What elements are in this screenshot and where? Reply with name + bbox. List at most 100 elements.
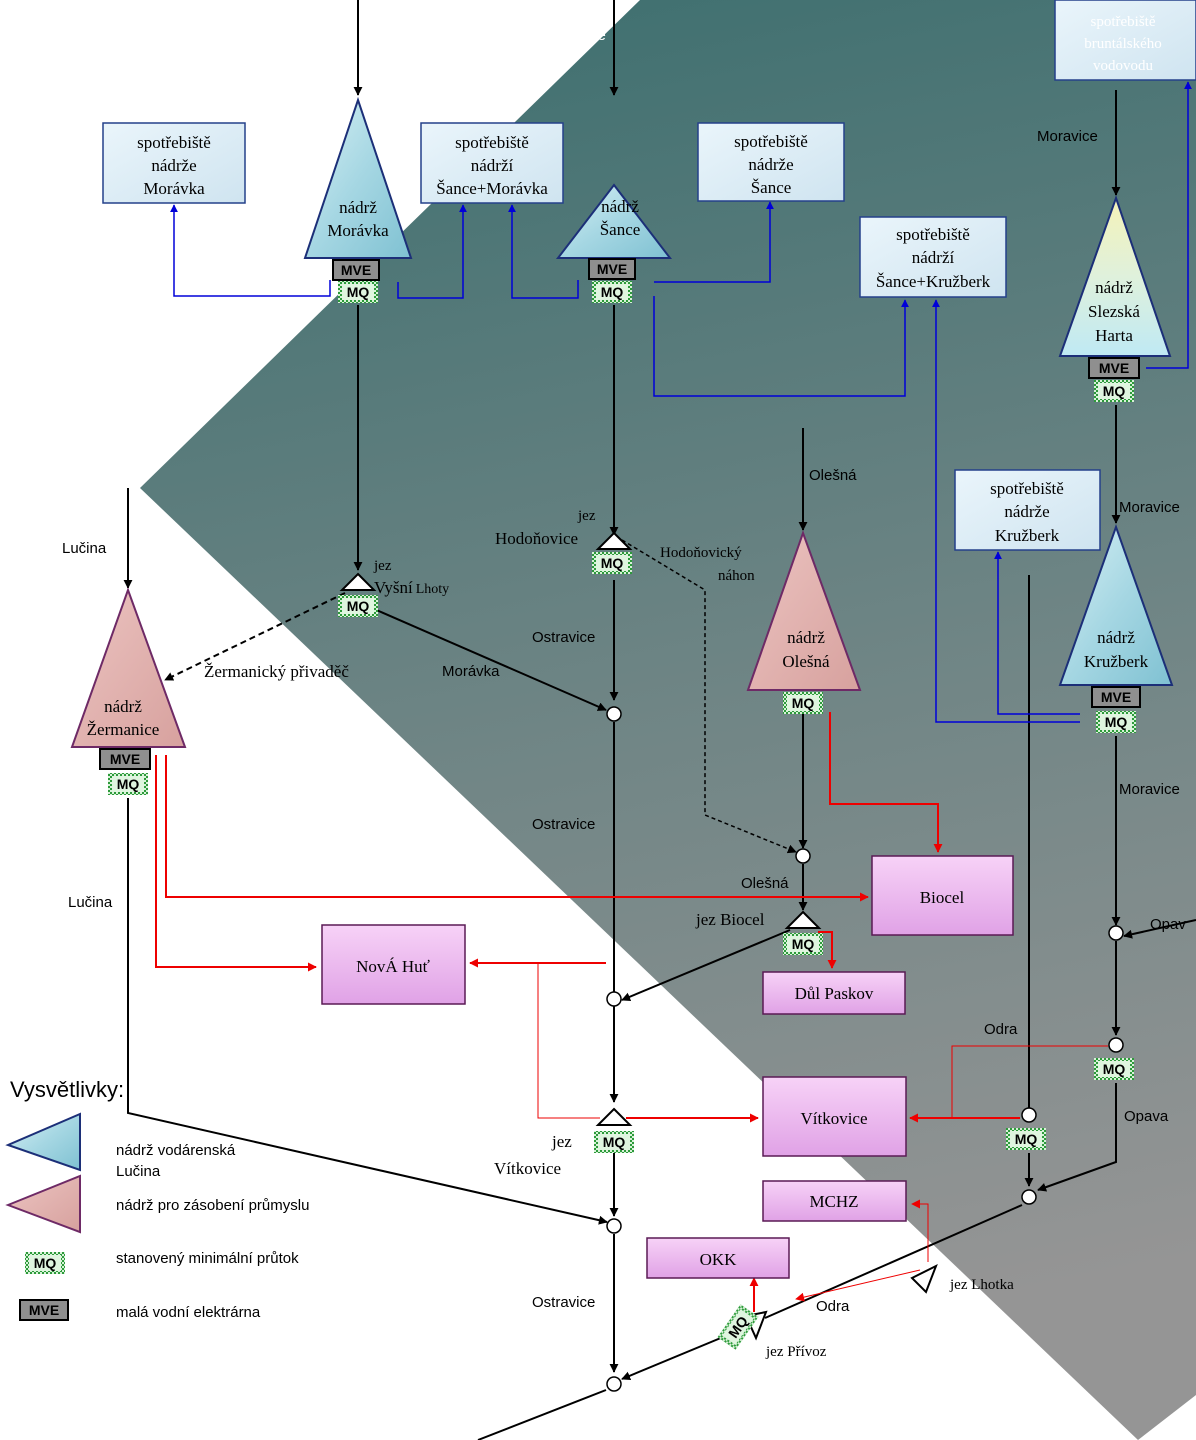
mve-badges: MVE MVE MVE MVE MVE xyxy=(99,258,1141,770)
svg-text:Důl Paskov: Důl Paskov xyxy=(795,984,874,1003)
svg-text:MQ: MQ xyxy=(347,598,370,614)
industry-dul-paskov: Důl Paskov xyxy=(762,971,906,1015)
legend-industry-reservoir-symbol xyxy=(5,1174,81,1234)
svg-text:jez Přívoz: jez Přívoz xyxy=(765,1344,827,1360)
industry-mchz: MCHZ xyxy=(762,1180,907,1222)
mq-badge: MQ xyxy=(1094,380,1134,402)
svg-text:Olešná: Olešná xyxy=(809,467,857,484)
svg-text:MVE: MVE xyxy=(341,262,371,278)
svg-text:NovÁ Huť: NovÁ Huť xyxy=(356,957,430,976)
svg-text:Lučina: Lučina xyxy=(62,540,107,557)
weir-vitkovice xyxy=(595,1107,633,1126)
svg-text:Ostravice: Ostravice xyxy=(532,816,595,833)
mq-badge: MQ xyxy=(594,1131,634,1153)
svg-text:Morávka: Morávka xyxy=(442,663,500,680)
legend-title: Vysvětlivky: xyxy=(10,1077,124,1102)
svg-text:MQ: MQ xyxy=(601,555,624,571)
mve-badge: MVE xyxy=(1091,686,1141,708)
river-labels: Moravice Olešná Moravice Lučina Ostravic… xyxy=(62,27,1186,1315)
svg-text:MQ: MQ xyxy=(792,695,815,711)
svg-text:malá vodní elektrárna: malá vodní elektrárna xyxy=(116,1304,261,1321)
svg-text:jez: jez xyxy=(551,1132,572,1151)
junction xyxy=(606,991,622,1007)
svg-text:Opava: Opava xyxy=(1124,1108,1169,1125)
canal-lines xyxy=(164,539,797,854)
mq-badge: MQ xyxy=(1096,711,1136,733)
weir-lhotka xyxy=(910,1263,938,1294)
weir-vysni-lhoty xyxy=(339,572,377,591)
mve-badge: MVE xyxy=(1088,357,1140,379)
svg-text:stanovený minimální průtok: stanovený minimální průtok xyxy=(116,1250,299,1267)
weir-hodonovice xyxy=(595,531,633,550)
mve-badge: MVE xyxy=(99,748,151,770)
svg-text:MQ: MQ xyxy=(1105,714,1128,730)
svg-text:MQ: MQ xyxy=(1103,1061,1126,1077)
junction xyxy=(1021,1107,1037,1123)
svg-text:Moravice: Moravice xyxy=(1119,781,1180,798)
mq-badge: MQ xyxy=(783,692,823,714)
mq-badge: MQ xyxy=(783,933,823,955)
svg-text:MQ: MQ xyxy=(792,936,815,952)
svg-text:MQ: MQ xyxy=(603,1134,626,1150)
mq-badge: MQ xyxy=(108,773,148,795)
legend-water-reservoir-symbol xyxy=(5,1112,81,1172)
junction xyxy=(1108,925,1124,941)
svg-text:OKK: OKK xyxy=(700,1250,738,1269)
svg-text:MCHZ: MCHZ xyxy=(809,1192,858,1211)
junction xyxy=(1108,1037,1124,1053)
svg-text:MVE: MVE xyxy=(1101,689,1131,705)
junction xyxy=(606,706,622,722)
mq-badge: MQ xyxy=(592,552,632,574)
junction xyxy=(1021,1189,1037,1205)
svg-text:jez Biocel: jez Biocel xyxy=(695,910,765,929)
svg-text:MVE: MVE xyxy=(597,261,627,277)
weirs xyxy=(339,531,938,1341)
industry-vitkovice: Vítkovice xyxy=(762,1076,907,1157)
junction xyxy=(795,848,811,864)
svg-text:Hodoňovický: Hodoňovický xyxy=(660,545,742,561)
junction xyxy=(606,1376,622,1392)
mq-badge: MQ xyxy=(338,595,378,617)
svg-text:MVE: MVE xyxy=(1099,360,1129,376)
svg-text:MQ: MQ xyxy=(1103,383,1126,399)
svg-text:náhon: náhon xyxy=(718,568,755,584)
mq-badge: MQ xyxy=(1006,1128,1046,1150)
svg-text:Moravice: Moravice xyxy=(1037,128,1098,145)
svg-text:MQ: MQ xyxy=(347,284,370,300)
mq-badge: MQ xyxy=(592,281,632,303)
svg-text:Opav: Opav xyxy=(1150,916,1186,933)
background-region xyxy=(140,0,1196,1440)
river-lines xyxy=(123,0,1196,1440)
industry-okk: OKK xyxy=(646,1237,790,1279)
svg-text:Lučina: Lučina xyxy=(68,894,113,911)
svg-text:Lučina: Lučina xyxy=(116,1163,161,1180)
legend-mve-symbol: MVE xyxy=(19,1299,69,1321)
weir-biocel xyxy=(784,910,822,929)
mq-badges: MQ MQ MQ MQ MQ MQ MQ MQ MQ MQ MQ MQ MQ xyxy=(108,281,1136,1350)
svg-text:MQ: MQ xyxy=(1015,1131,1038,1147)
mq-badge: MQ xyxy=(1094,1058,1134,1080)
supply-links-red xyxy=(155,712,1108,1312)
industry-nova-hut: NovÁ Huť xyxy=(321,924,466,1005)
svg-text:Hodoňovice: Hodoňovice xyxy=(495,529,578,548)
svg-text:Ostravice: Ostravice xyxy=(532,629,595,646)
svg-text:MQ: MQ xyxy=(117,776,140,792)
junctions xyxy=(606,706,1124,1392)
mve-badge: MVE xyxy=(588,258,636,280)
